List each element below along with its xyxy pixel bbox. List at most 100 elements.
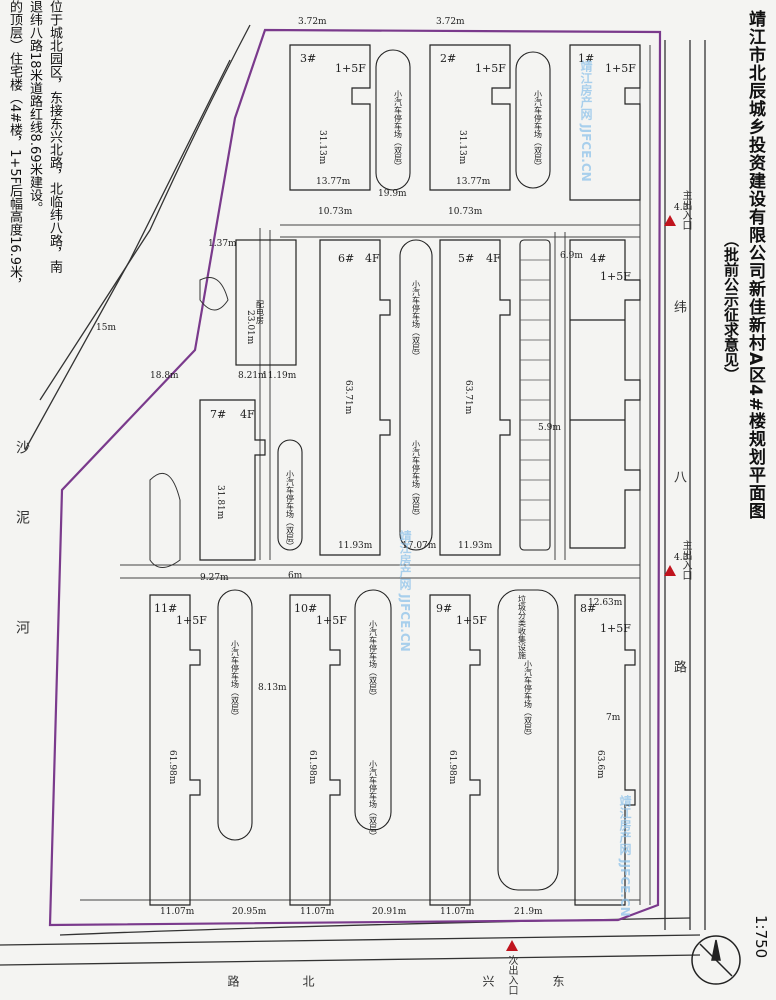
dim-label: 61.98m — [167, 750, 177, 785]
parking-capsules-bottom — [217, 589, 559, 891]
dim-label: 21.9m — [514, 907, 543, 917]
dim-label: 13.77m — [316, 177, 351, 187]
dim-label: 20.95m — [232, 907, 267, 917]
dim-label: 11.93m — [458, 541, 493, 551]
dim-label: 12.63m — [588, 598, 623, 608]
building-1 — [569, 44, 641, 201]
building-floors-1: 1+5F — [605, 62, 636, 75]
building-floors-7: 4F — [240, 408, 255, 421]
dim-label: 8.21m — [238, 371, 267, 381]
building-label-5: 5# — [458, 252, 474, 265]
dim-label: 13.77m — [456, 177, 491, 187]
parking-label-1: 小汽车停车场（双层） — [394, 90, 403, 170]
building-11 — [149, 594, 201, 906]
dim-label: 23.01m — [245, 310, 255, 345]
building-floors-11: 1+5F — [176, 614, 207, 627]
building-floors-3: 1+5F — [335, 62, 366, 75]
dim-label: 4.3 — [674, 553, 689, 563]
watermarks: 靖江房产网 JJFCE.CN 靖江房产网 JJFCE.CN 靖江房产网 JJFC… — [398, 59, 632, 917]
parking-stripes — [520, 259, 550, 521]
building-5 — [439, 239, 511, 556]
parking-label-4: 小汽车停车场（双层） — [412, 440, 421, 520]
internal-roads — [80, 45, 651, 905]
watermark: 靖江房产网 JJFCE.CN — [618, 794, 632, 917]
entrance-label-main-2: 主出入口 — [680, 540, 691, 580]
entrance-label-main-1: 主出入口 — [680, 190, 691, 230]
building-label-2: 2# — [440, 52, 456, 65]
dim-label: 6m — [288, 571, 303, 581]
dim-label: 63.71m — [463, 380, 473, 415]
road-dongxing-3: 北 — [301, 975, 315, 987]
dim-label: 11.07m — [300, 907, 335, 917]
dim-label: 19.9m — [378, 189, 407, 199]
building-floors-10: 1+5F — [316, 614, 347, 627]
dim-label: 31.13m — [317, 130, 327, 165]
dim-label: 3.72m — [298, 17, 327, 27]
road-weiba-2: 八 — [671, 470, 686, 483]
building-2 — [429, 44, 511, 191]
building-floors-8: 1+5F — [600, 622, 631, 635]
parking-capsules-top — [375, 49, 551, 191]
building-6 — [319, 239, 391, 556]
scale-label: 1:750 — [752, 915, 770, 959]
building-floors-9: 1+5F — [456, 614, 487, 627]
note-line: 位于城北园区，东接东兴北路，北临纬八路，南 — [47, 0, 62, 273]
dim-label: 6.9m — [560, 251, 583, 261]
dim-label: 5.9m — [538, 423, 561, 433]
parking-label-7: 小汽车停车场（双层） — [369, 620, 378, 700]
dim-label: 1.37m — [208, 239, 237, 249]
substation-label: 配电房 — [256, 300, 265, 325]
building-3 — [289, 44, 371, 191]
dim-label: 11.07m — [440, 907, 475, 917]
parking-label-6: 小汽车停车场（双层） — [231, 640, 240, 720]
dim-label: 10.73m — [448, 207, 483, 217]
building-floors-5: 4F — [486, 252, 501, 265]
building-floors-6: 4F — [365, 252, 380, 265]
dim-label: 63.71m — [343, 380, 353, 415]
page-title: 靖江市北辰城乡投资建设有限公司新佳新村A区4#楼规划平面图 — [745, 10, 765, 521]
dim-label: 31.81m — [215, 485, 225, 520]
dim-label: 63.6m — [595, 750, 605, 779]
garbage-label: 垃圾分类收集设施 — [518, 594, 527, 660]
entrance-markers — [506, 215, 676, 951]
parking-label-2: 小汽车停车场（双层） — [534, 90, 543, 170]
parking-capsules-mid — [277, 239, 551, 551]
building-label-11: 11# — [154, 602, 177, 615]
note-line: 的顶层）住宅楼（4#楼，1+5F后幅高度16.9米， — [7, 0, 22, 292]
green-area — [149, 277, 229, 568]
dim-label: 15m — [96, 323, 116, 333]
dim-label: 10.73m — [318, 207, 353, 217]
substation — [235, 239, 297, 366]
building-label-4: 4# — [590, 252, 606, 265]
building-labels: 3# 1+5F 2# 1+5F 1# 1+5F 4# 1+5F 5# 4F 6#… — [154, 52, 636, 635]
dim-label: 7m — [606, 713, 621, 723]
building-label-10: 10# — [294, 602, 317, 615]
dim-label: 61.98m — [307, 750, 317, 785]
dimension-labels: 3.72m 3.72m 31.13m 31.13m 13.77m 13.77m … — [96, 17, 689, 917]
dim-label: 17.07m — [402, 541, 437, 551]
dim-label: 4.3 — [674, 203, 689, 213]
road-dongxing-4: 路 — [226, 975, 240, 987]
dim-label: 61.98m — [447, 750, 457, 785]
building-floors-2: 1+5F — [475, 62, 506, 75]
watermark: 靖江房产网 JJFCE.CN — [579, 59, 593, 182]
dim-label: 11.93m — [338, 541, 373, 551]
road-dongxing-2: 兴 — [481, 975, 495, 987]
page-subtitle: （批前公示征求意见） — [722, 232, 740, 382]
parking-label-5: 小汽车停车场（双层） — [286, 470, 295, 550]
river-sha: 沙 — [14, 440, 30, 454]
building-10 — [289, 594, 341, 906]
building-label-7: 7# — [210, 408, 226, 421]
building-9 — [429, 594, 481, 906]
dim-label: 20.91m — [372, 907, 407, 917]
dim-label: 11.19m — [262, 371, 297, 381]
dim-label: 3.72m — [436, 17, 465, 27]
road-lines — [0, 24, 706, 966]
parking-label-9: 小汽车停车场（双层） — [524, 660, 533, 740]
watermark: 靖江房产网 JJFCE.CN — [398, 529, 412, 652]
river-ni: 泥 — [14, 510, 30, 524]
site-boundary — [48, 28, 662, 927]
road-weiba-3: 路 — [671, 660, 686, 673]
entrance-label-secondary: 次出入口 — [506, 955, 517, 995]
